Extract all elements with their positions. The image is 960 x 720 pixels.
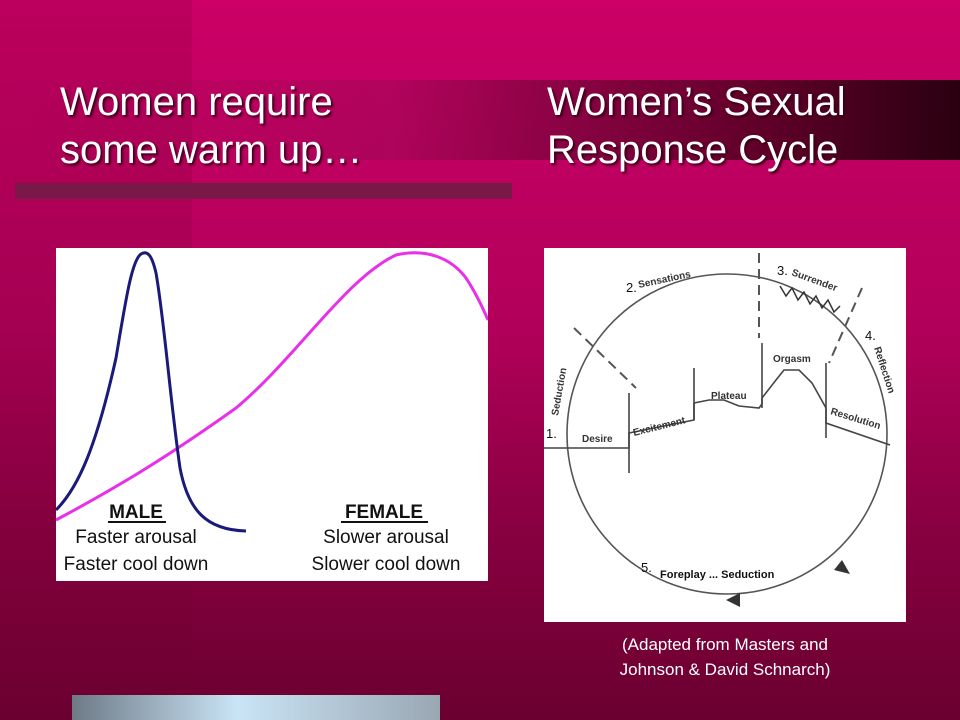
male-line-1: Faster arousal xyxy=(75,527,196,548)
resolution-label: Resolution xyxy=(829,406,882,432)
left-title: Women require some warm up… xyxy=(60,80,363,172)
female-line-1: Slower arousal xyxy=(323,527,449,548)
foreplay-label: Foreplay ... Seduction xyxy=(660,569,775,581)
desire-label: Desire xyxy=(582,434,613,445)
cycle-arrow-right xyxy=(834,560,850,574)
arousal-comparison-figure: MALE Faster arousal Faster cool down FEM… xyxy=(54,248,490,581)
reflection-dashed-marker xyxy=(828,287,863,364)
male-line-2: Faster cool down xyxy=(64,554,209,575)
seduction-dashed-marker xyxy=(573,327,637,389)
cycle-arrow-bottom xyxy=(726,593,740,607)
stage-number-2: 2. xyxy=(626,280,637,295)
right-title: Women’s Sexual Response Cycle xyxy=(547,80,846,172)
sensations-label: Sensations xyxy=(637,269,692,291)
cycle-circle xyxy=(566,273,888,595)
plateau-label: Plateau xyxy=(711,391,747,402)
title-underline-bar xyxy=(15,183,512,199)
stage-number-5: 5. xyxy=(641,560,652,575)
seduction-label: Seduction xyxy=(550,367,569,417)
male-heading: MALE xyxy=(109,502,163,523)
orgasm-label: Orgasm xyxy=(773,354,811,365)
female-heading: FEMALE xyxy=(345,502,423,523)
response-phase-line xyxy=(544,369,891,449)
title-band xyxy=(15,80,960,160)
caption-line-1: (Adapted from Masters and xyxy=(622,635,828,654)
surrender-zigzag xyxy=(779,285,841,314)
female-arousal-curve xyxy=(55,251,490,522)
bottom-gradient-bar xyxy=(72,695,440,720)
excitement-label: Excitement xyxy=(632,415,687,439)
reflection-label: Reflection xyxy=(871,346,896,395)
caption-line-2: Johnson & David Schnarch) xyxy=(619,660,831,679)
stage-number-3: 3. xyxy=(777,263,788,278)
response-cycle-figure: 1. 2. 3. 4. 5. Seduction Sensations Surr… xyxy=(544,248,906,622)
source-caption: (Adapted from Masters and Johnson & Davi… xyxy=(560,632,890,682)
female-line-2: Slower cool down xyxy=(312,554,461,575)
stage-number-4: 4. xyxy=(865,328,876,343)
male-arousal-curve xyxy=(54,251,247,533)
stage-number-1: 1. xyxy=(546,426,557,441)
